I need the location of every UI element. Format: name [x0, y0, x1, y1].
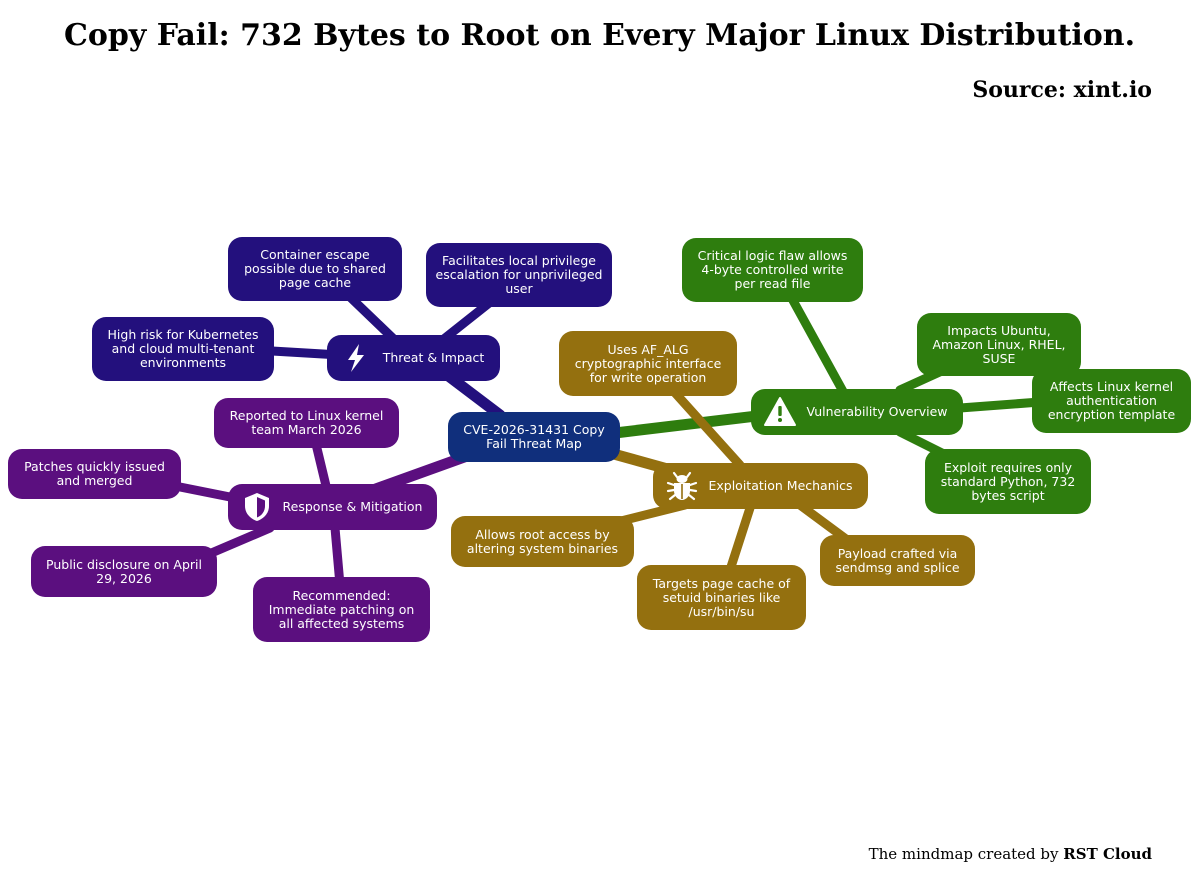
response-child-4: Recommended: Immediate patching on all a… [253, 577, 430, 642]
edge-response-4 [330, 523, 345, 590]
edge-response-1 [310, 435, 332, 495]
vulnerability-child-1: Critical logic flaw allows 4-byte contro… [682, 238, 863, 302]
response-child-4-text: Recommended: Immediate patching on all a… [268, 587, 415, 631]
lightning-bolt-icon [348, 344, 364, 372]
response-child-3-text: Public disclosure on April 29, 2026 [46, 556, 202, 586]
vulnerability-child-3-text: Affects Linux kernel authentication encr… [1047, 379, 1176, 422]
credit-line: The mindmap created by RST Cloud [869, 845, 1152, 863]
exploitation-child-3: Targets page cache of setuid binaries li… [637, 565, 806, 630]
warning-icon [764, 397, 796, 426]
exploitation-child-1-text: Uses AF_ALG cryptographic interface for … [574, 341, 722, 385]
vulnerability-child-2-text: Impacts Ubuntu, Amazon Linux, RHEL, SUSE [932, 322, 1066, 366]
response-child-3: Public disclosure on April 29, 2026 [31, 546, 217, 597]
threat-child-1-text: Container escape possible due to shared … [244, 247, 386, 290]
edge-vulnerability-3 [955, 397, 1045, 413]
edge-exploitation-3 [725, 503, 755, 575]
threat-impact-node: Threat & Impact [327, 335, 500, 381]
exploitation-child-4-text: Payload crafted via sendmsg and splice [835, 545, 960, 575]
vulnerability-child-2: Impacts Ubuntu, Amazon Linux, RHEL, SUSE [917, 313, 1081, 376]
bug-icon [666, 471, 698, 501]
vulnerability-child-4-text: Exploit requires only standard Python, 7… [940, 459, 1076, 503]
edge-exploitation-1 [663, 380, 745, 470]
response-child-2-text: Patches quickly issued and merged [24, 459, 165, 488]
exploitation-child-1: Uses AF_ALG cryptographic interface for … [559, 331, 737, 396]
vulnerability-child-3: Affects Linux kernel authentication encr… [1032, 369, 1191, 433]
threat-child-3: High risk for Kubernetes and cloud multi… [92, 317, 274, 381]
response-child-1: Reported to Linux kernel team March 2026 [214, 398, 399, 448]
root-label: CVE-2026-31431 Copy Fail Threat Map [463, 422, 605, 451]
threat-child-2: Facilitates local privilege escalation f… [426, 243, 612, 307]
exploitation-child-2-text: Allows root access by altering system bi… [466, 526, 619, 556]
vulnerability-child-1-text: Critical logic flaw allows 4-byte contro… [697, 248, 848, 291]
root-node: CVE-2026-31431 Copy Fail Threat Map [448, 412, 620, 462]
exploitation-child-3-text: Targets page cache of setuid binaries li… [652, 575, 791, 619]
exploitation-mechanics-node: Exploitation Mechanics [653, 463, 868, 509]
edge-vulnerability-1 [785, 290, 850, 400]
shield-icon [245, 493, 269, 521]
exploitation-mechanics-label: Exploitation Mechanics [708, 478, 853, 493]
vulnerability-overview-node: Vulnerability Overview [751, 389, 963, 435]
vulnerability-overview-label: Vulnerability Overview [806, 404, 948, 419]
response-mitigation-node: Response & Mitigation [228, 484, 437, 530]
vulnerability-child-4: Exploit requires only standard Python, 7… [925, 449, 1091, 514]
threat-child-3-text: High risk for Kubernetes and cloud multi… [107, 327, 259, 370]
threat-child-2-text: Facilitates local privilege escalation f… [435, 253, 603, 296]
threat-impact-label: Threat & Impact [382, 350, 485, 365]
source-label: Source: xint.io [972, 77, 1152, 103]
credit-brand: RST Cloud [1063, 845, 1152, 863]
page-title: Copy Fail: 732 Bytes to Root on Every Ma… [63, 18, 1136, 53]
response-child-2: Patches quickly issued and merged [8, 449, 181, 499]
response-mitigation-label: Response & Mitigation [282, 499, 423, 514]
threat-child-1: Container escape possible due to shared … [228, 237, 402, 301]
credit-prefix: The mindmap created by [868, 845, 1059, 863]
response-child-1-text: Reported to Linux kernel team March 2026 [229, 408, 384, 437]
exploitation-child-2: Allows root access by altering system bi… [451, 516, 634, 567]
exploitation-child-4: Payload crafted via sendmsg and splice [820, 535, 975, 586]
